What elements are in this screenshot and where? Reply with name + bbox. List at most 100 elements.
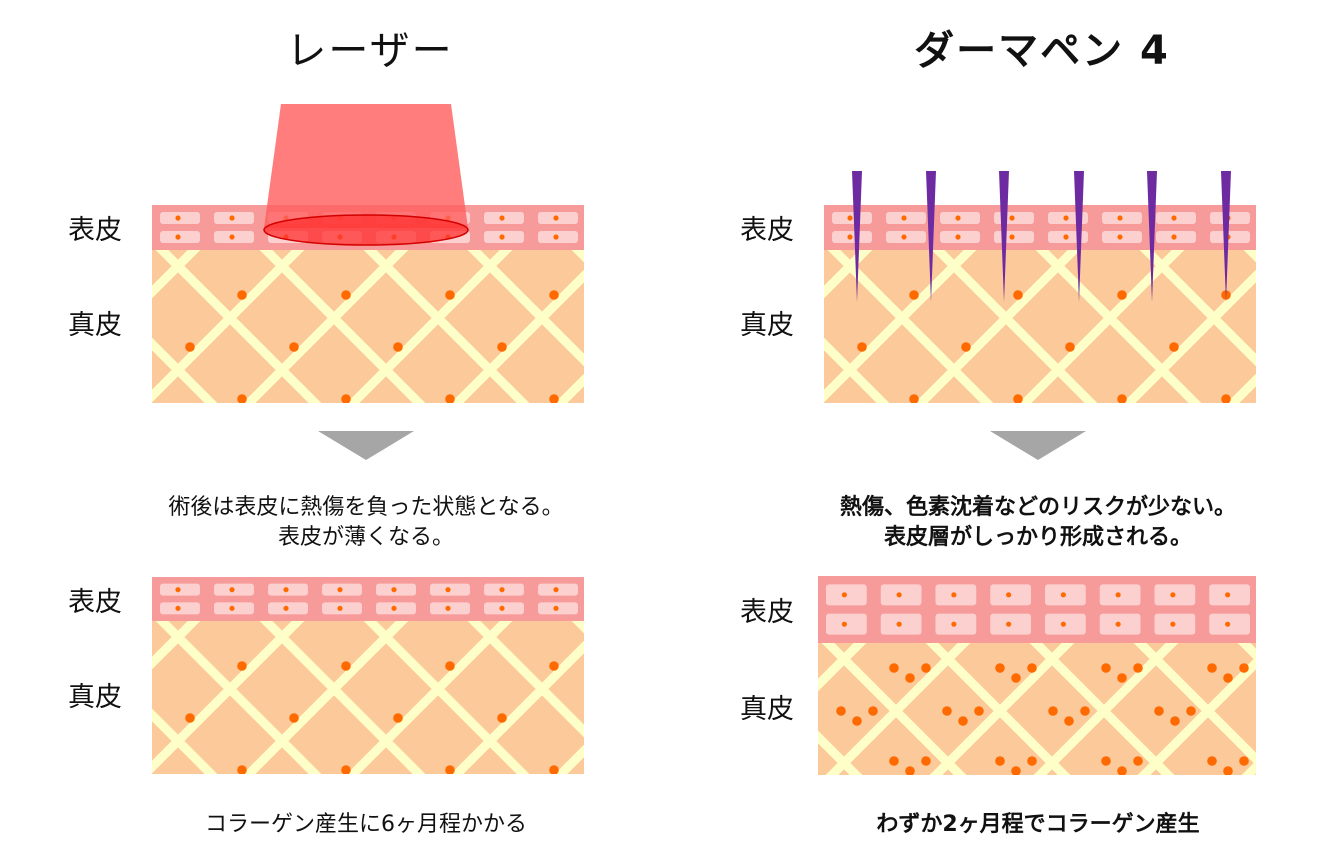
dermapen-after-dermis-label: 真皮 [740,694,794,725]
fibroblast-dot [1117,290,1127,300]
collagen-fiber [824,250,873,299]
cell-nucleus [283,605,289,611]
collagen-fiber [346,621,513,774]
dermapen-after-epidermis-label: 表皮 [740,597,794,628]
collagen-fiber [450,640,584,774]
collagen-dot [921,663,931,673]
fibroblast-dot [393,713,403,723]
collagen-fiber [825,643,971,775]
collagen-fiber [1018,250,1185,403]
right-down-arrow [990,431,1086,460]
cell-nucleus [1006,621,1012,627]
collagen-fiber [152,250,305,403]
fibroblast-dot [289,342,299,352]
fibroblast-dot [909,394,919,403]
fibroblast-dot [1325,394,1335,404]
fibroblast-dot [549,394,559,403]
fibroblast-dot [341,765,351,774]
collagen-dot [1207,663,1217,673]
dermapen-caption-bottom: わずか2ヶ月程でコラーゲン産生 [876,812,1200,837]
fibroblast-dot [445,290,455,300]
collagen-fiber [1296,611,1340,858]
collagen-dot [1207,756,1217,766]
collagen-fiber [450,269,584,403]
fibroblast-dot [237,765,247,774]
collagen-dot [1313,663,1323,673]
cell-nucleus [955,234,961,240]
fibroblast-dot [1273,342,1283,352]
cell-nucleus [175,587,181,593]
cell-nucleus [1009,215,1015,221]
cell-nucleus [1225,592,1231,598]
collagen-fiber [1296,240,1340,500]
cell-nucleus [1171,234,1177,240]
cell-nucleus [283,587,289,593]
cell-nucleus [229,587,235,593]
laser-after-epidermis-label: 表皮 [68,587,122,618]
fibroblast-dot [601,342,611,352]
cell-nucleus [229,215,235,221]
dermapen-needles [852,171,1231,302]
collagen-dot [905,673,915,683]
collagen-fiber [929,643,1075,775]
cell-nucleus [1063,234,1069,240]
dermapen-caption-line-2: 表皮層がしっかり形成される。 [883,525,1192,550]
collagen-fiber [1033,643,1179,775]
cell-nucleus [499,587,505,593]
fibroblast-dot [445,661,455,671]
cell-nucleus [337,587,343,593]
cell-nucleus [1060,592,1066,598]
fibroblast-dot [653,290,663,300]
fibroblast-dot [1065,342,1075,352]
dermapen-before-epidermis-label: 表皮 [740,215,794,246]
cell-nucleus [1225,621,1231,627]
collagen-fiber [1296,240,1340,500]
collagen-dot [1101,756,1111,766]
cell-nucleus [553,587,559,593]
collagen-dot [921,756,931,766]
fibroblast-dot [497,713,507,723]
collagen-dot [889,756,899,766]
collagen-fiber [152,621,201,670]
collagen-fiber [242,621,409,774]
left-down-arrow [318,431,414,460]
collagen-dot [995,663,1005,673]
cell-nucleus [391,605,397,611]
cell-nucleus [1171,215,1177,221]
collagen-dot [1101,663,1111,673]
cell-nucleus [896,592,902,598]
fibroblast-dot [961,342,971,352]
cell-nucleus [445,587,451,593]
collagen-fiber [152,621,305,774]
collagen-dot [1080,706,1090,716]
fibroblast-dot [653,661,663,671]
cell-nucleus [391,587,397,593]
fibroblast-dot [1169,342,1179,352]
collagen-dot [1313,756,1323,766]
collagen-dot [974,706,984,716]
cell-nucleus [1170,592,1176,598]
laser-caption-bottom: コラーゲン産生に6ヶ月程かかる [205,812,527,837]
collagen-fiber [1139,250,1256,367]
laser-caption-line-2: 表皮が薄くなる。 [277,525,454,550]
needle-icon [926,171,936,302]
collagen-dot [1260,706,1270,716]
fibroblast-dot [237,661,247,671]
cell-nucleus [1170,621,1176,627]
cell-nucleus [955,215,961,221]
cell-nucleus [841,621,847,627]
laser-beam [263,104,469,246]
fibroblast-dot [445,394,455,403]
fibroblast-dot [1013,394,1023,403]
fibroblast-dot [445,765,455,774]
collagen-dot [1292,706,1302,716]
cell-nucleus [1115,621,1121,627]
cell-nucleus [499,215,505,221]
cell-nucleus [499,234,505,240]
laser-after-dermis-label: 真皮 [68,682,122,713]
collagen-dot [1133,663,1143,673]
fibroblast-dot [185,342,195,352]
fibroblast-dot [341,290,351,300]
fibroblast-dot [237,394,247,403]
